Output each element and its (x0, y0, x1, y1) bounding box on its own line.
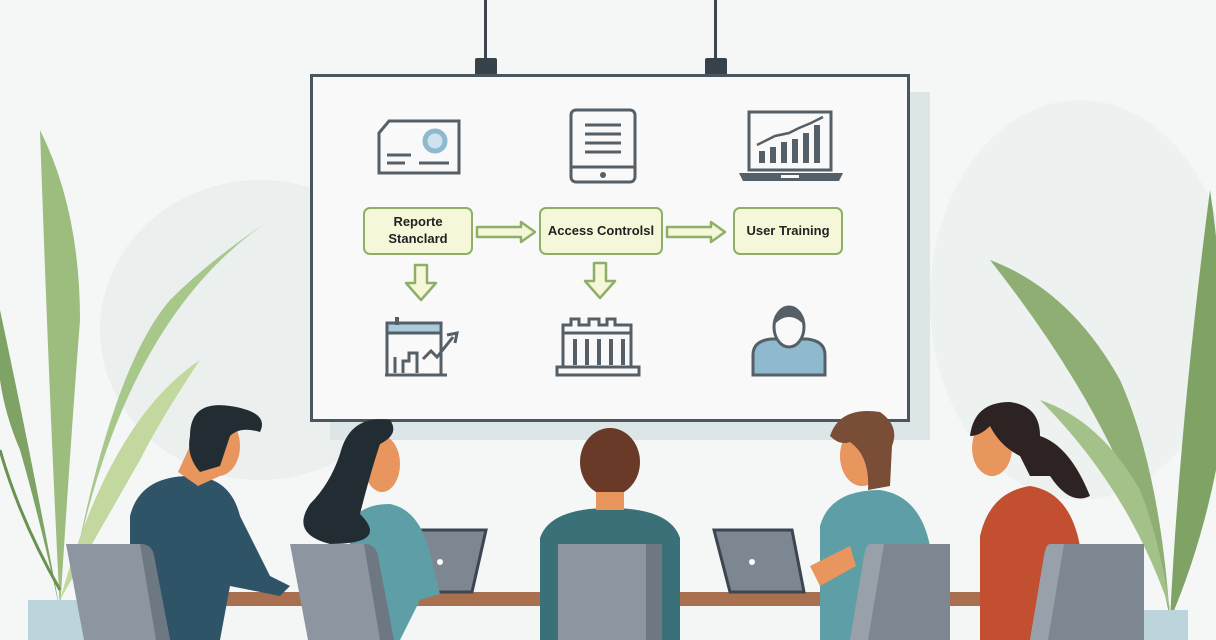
laptop-right (712, 528, 806, 594)
flow-box-user-training: User Training (733, 207, 843, 255)
building-chart-icon (385, 317, 459, 377)
chair (850, 544, 950, 640)
hanging-wire-left (484, 0, 487, 58)
building-columns-icon (555, 317, 641, 377)
arrow-right-icon (665, 220, 727, 244)
flow-box-access-controls: Access Controlsl (539, 207, 663, 255)
presentation-board: Reporte Stanclard Access Controlsl User … (310, 74, 910, 422)
arrow-down-icon (583, 261, 617, 300)
laptop-chart-icon (739, 110, 843, 181)
user-profile-icon (751, 305, 827, 377)
flow-box-label: User Training (746, 222, 830, 238)
flow-box-label-line1: Reporte (393, 214, 443, 230)
arrow-right-icon (475, 220, 537, 244)
flow-box-label: Access Controlsl (547, 222, 655, 238)
chair (558, 544, 662, 640)
chair (66, 544, 170, 640)
hanging-wire-right (714, 0, 717, 58)
document-card-icon (377, 119, 461, 175)
plant-left (0, 130, 270, 640)
flow-box-reporting-standard: Reporte Stanclard (363, 207, 473, 255)
chair (1030, 544, 1144, 640)
flow-box-label-line2: Stanclard (388, 231, 448, 246)
person-man-dark-hair (130, 405, 290, 640)
plant-right (990, 190, 1216, 640)
chair (290, 544, 394, 640)
tablet-document-icon (569, 108, 637, 184)
arrow-down-icon (404, 263, 438, 302)
